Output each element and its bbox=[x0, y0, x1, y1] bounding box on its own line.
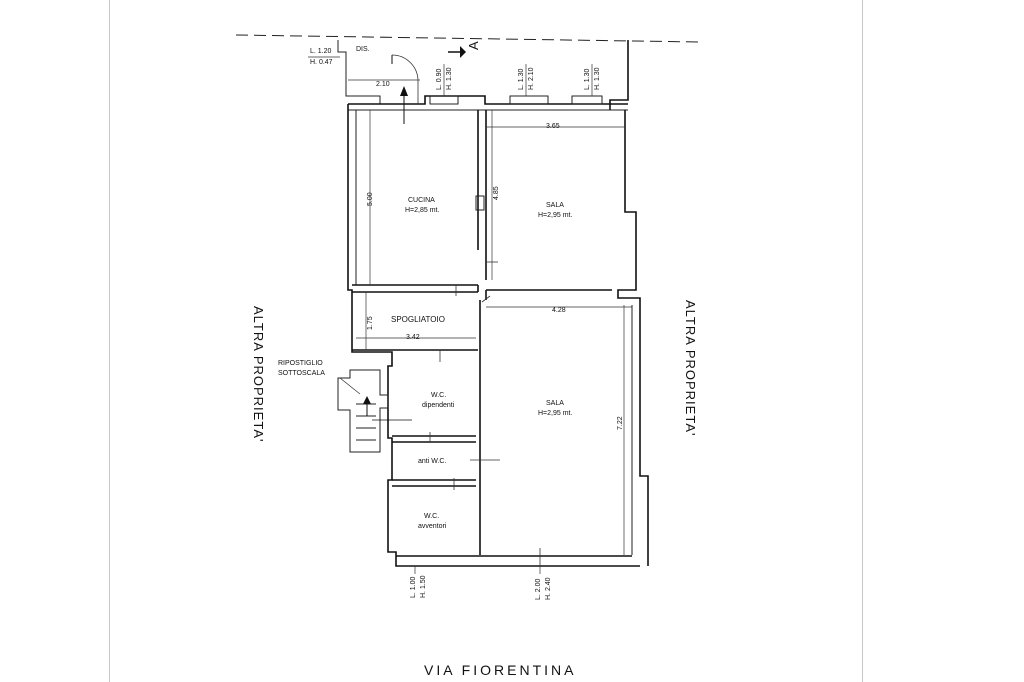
label-side-right: ALTRA PROPRIETA' bbox=[683, 300, 698, 436]
window-top-3 bbox=[571, 95, 603, 105]
room-sala-top-name: SALA bbox=[546, 202, 564, 209]
sheet-border-right bbox=[862, 0, 863, 682]
stair-steps bbox=[356, 403, 376, 441]
wall-right-outer bbox=[617, 110, 649, 566]
label-dim-3-42: 3.42 bbox=[406, 334, 420, 341]
label-bot-h150: H. 1.50 bbox=[420, 575, 427, 598]
wall-wcdip-bottom bbox=[392, 435, 476, 443]
wall-partition-vertical bbox=[477, 110, 487, 555]
label-dim-4-85: 4.85 bbox=[493, 186, 500, 200]
wall-front-top bbox=[348, 95, 628, 105]
label-dim-7-22: 7.22 bbox=[617, 416, 624, 430]
room-wcdip-line1: W.C. bbox=[431, 392, 446, 399]
label-bot-h240: H. 2.40 bbox=[545, 577, 552, 600]
label-win-h130b: H. 1.30 bbox=[594, 67, 601, 90]
room-sala-bottom-name: SALA bbox=[546, 400, 564, 407]
room-sala-top-height: H=2,95 mt. bbox=[538, 212, 572, 219]
label-win-l120: L. 1.20 bbox=[310, 48, 332, 55]
stair-arrow-head bbox=[363, 396, 371, 404]
window-top-1 bbox=[429, 95, 459, 105]
label-side-left: ALTRA PROPRIETA' bbox=[251, 306, 266, 442]
label-win-l130b: L. 1.30 bbox=[584, 68, 591, 90]
wall-left-outer bbox=[347, 104, 640, 567]
label-section-a: A bbox=[466, 40, 481, 50]
room-wcavv-line1: W.C. bbox=[424, 513, 439, 520]
wall-antiwc-bottom bbox=[392, 479, 476, 487]
label-dim-3-65: 3.65 bbox=[546, 123, 560, 130]
boundary-dashed-line bbox=[235, 34, 701, 43]
label-dis: DIS. bbox=[356, 46, 370, 53]
entrance-arrow-head bbox=[400, 86, 408, 96]
label-win-l130a: L. 1.30 bbox=[518, 68, 525, 90]
label-street: VIA FIORENTINA bbox=[424, 662, 576, 678]
room-ripostiglio-line2: SOTTOSCALA bbox=[278, 370, 325, 377]
stair-block bbox=[337, 369, 389, 453]
label-win-h210: H. 2.10 bbox=[528, 67, 535, 90]
room-wcdip-line2: dipendenti bbox=[422, 402, 455, 409]
room-spogliatoio-name: SPOGLIATOIO bbox=[391, 315, 445, 324]
room-sala-bottom-height: H=2,95 mt. bbox=[538, 410, 572, 417]
sheet-border-left bbox=[109, 0, 110, 682]
label-bot-l200: L. 2.00 bbox=[535, 578, 542, 600]
label-dim-5-00: 5.00 bbox=[367, 192, 374, 206]
wall-cucina-bottom bbox=[352, 284, 478, 293]
label-win-h047: H. 0.47 bbox=[310, 59, 333, 66]
label-win-h130a: H. 1.30 bbox=[446, 67, 453, 90]
door-sala-2 bbox=[481, 295, 491, 303]
room-ripostiglio-line1: RIPOSTIGLIO bbox=[278, 360, 323, 367]
room-antiwc-name: anti W.C. bbox=[418, 458, 446, 465]
wall-partition-pier bbox=[475, 195, 485, 211]
window-top-2 bbox=[509, 95, 549, 105]
label-dim-4-28: 4.28 bbox=[552, 307, 566, 314]
room-cucina-height: H=2,85 mt. bbox=[405, 207, 439, 214]
label-dim-2-10: 2.10 bbox=[376, 81, 390, 88]
room-wcavv-line2: avventori bbox=[418, 523, 447, 530]
section-arrow bbox=[460, 46, 466, 58]
label-bot-l100: L. 1.00 bbox=[410, 576, 417, 598]
label-dim-1-75: 1.75 bbox=[367, 316, 374, 330]
wall-top-right bbox=[609, 40, 629, 110]
label-win-l090: L. 0.90 bbox=[436, 68, 443, 90]
entrance-door-arc bbox=[391, 54, 419, 104]
room-cucina-name: CUCINA bbox=[408, 197, 435, 204]
leader-ripostiglio bbox=[339, 377, 361, 395]
